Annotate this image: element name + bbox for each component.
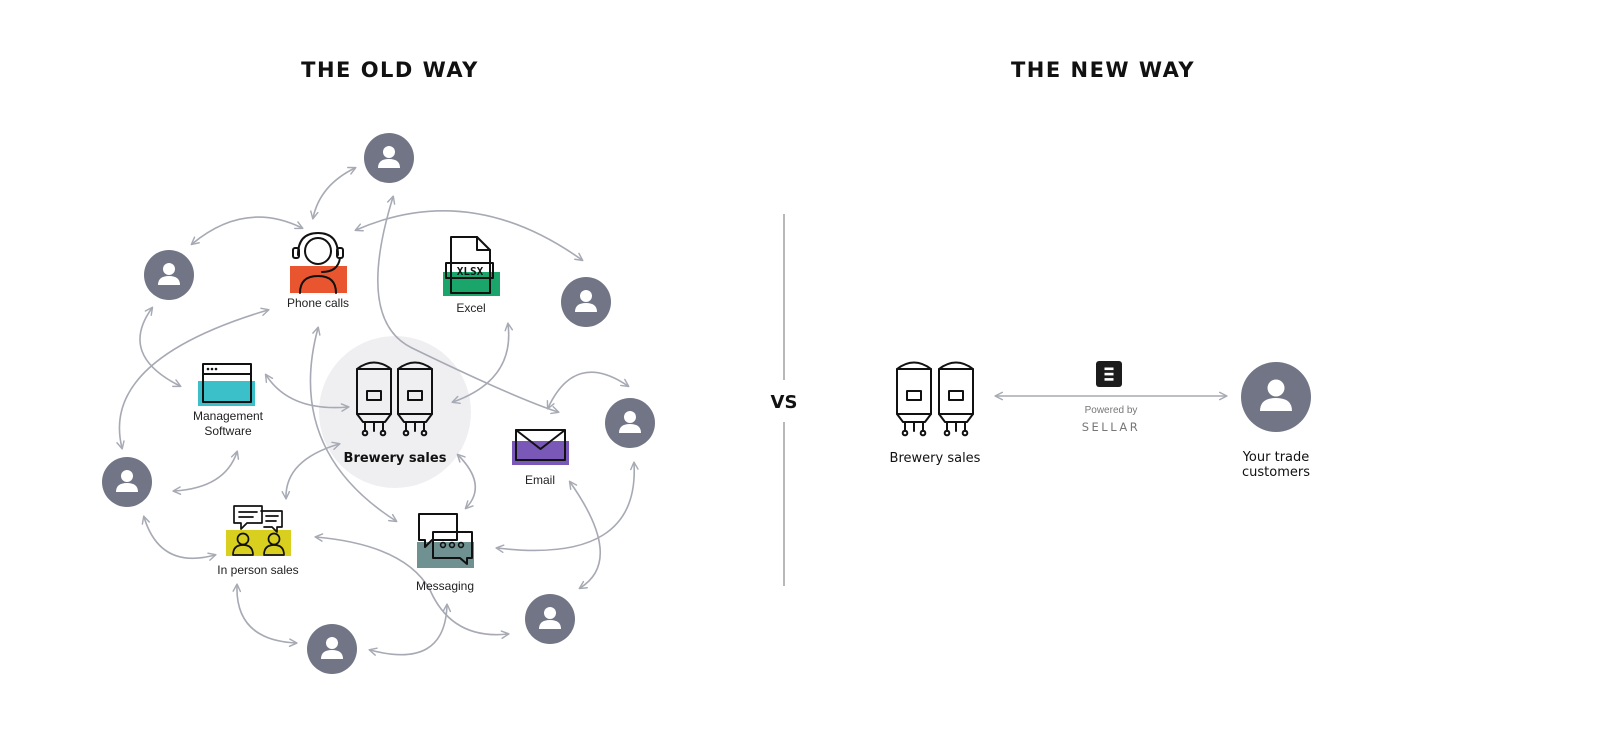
excel-channel: XLSX Excel — [443, 236, 500, 315]
software-label-line1: Management — [193, 409, 264, 423]
headset-icon — [292, 232, 344, 294]
vs-label: VS — [771, 392, 798, 413]
messaging-channel: Messaging — [416, 513, 474, 593]
phone-calls-label: Phone calls — [287, 296, 349, 310]
chat-bubbles-icon — [418, 513, 473, 565]
customer-icon — [561, 277, 611, 327]
old-way-arrows — [116, 166, 639, 656]
customer-icon — [102, 457, 152, 507]
center-label: Brewery sales — [344, 451, 447, 466]
software-label-line2: Software — [204, 424, 252, 438]
in-person-sales-channel: In person sales — [217, 505, 299, 577]
new-way-title: THE NEW WAY — [1011, 58, 1195, 82]
phone-color-band — [290, 266, 347, 293]
in-person-color-band — [226, 530, 291, 556]
phone-calls-channel: Phone calls — [287, 232, 349, 310]
email-channel: Email — [512, 429, 569, 487]
excel-file-text: XLSX — [457, 265, 484, 278]
messaging-label: Messaging — [416, 579, 474, 593]
new-way-brewery-label: Brewery sales — [890, 451, 981, 466]
customer-icon — [364, 133, 414, 183]
excel-file-icon — [445, 236, 494, 294]
trade-customer-icon — [1241, 362, 1311, 432]
sellar-brand-label: SELLAR — [1082, 420, 1141, 434]
new-way-brewery-tanks-icon — [896, 361, 974, 437]
sellar-logo-icon — [1096, 361, 1122, 387]
envelope-icon — [515, 429, 566, 461]
customer-icon — [144, 250, 194, 300]
customers-label-line1: Your trade — [1242, 450, 1310, 465]
email-color-band — [512, 441, 569, 465]
meeting-people-icon — [232, 505, 285, 556]
customer-icon — [605, 398, 655, 448]
customer-icon — [307, 624, 357, 674]
excel-label: Excel — [456, 301, 485, 315]
in-person-label: In person sales — [217, 563, 298, 577]
powered-by-label: Powered by — [1085, 405, 1138, 416]
management-software-channel: Management Software — [193, 363, 264, 438]
old-way-title: THE OLD WAY — [301, 58, 479, 82]
browser-window-icon — [202, 363, 252, 403]
customer-icon — [525, 594, 575, 644]
customers-label-line2: customers — [1242, 465, 1310, 480]
email-label: Email — [525, 473, 555, 487]
